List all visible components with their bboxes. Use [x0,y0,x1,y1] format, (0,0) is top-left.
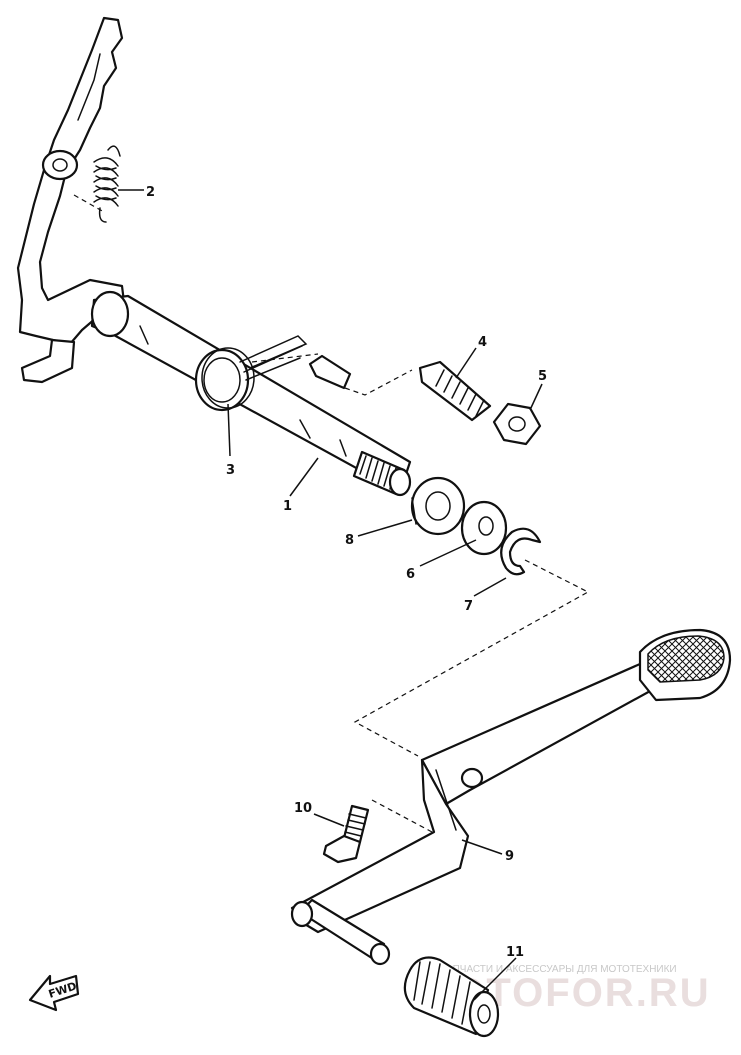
pinch-bolt [322,804,370,864]
nut [492,402,542,446]
callout-1: 1 [283,499,292,514]
watermark-tagline: ЗАПЧАСТИ И АКСЕССУАРЫ ДЛЯ МОТОТЕХНИКИ [440,964,677,975]
callout-11: 11 [506,945,524,960]
stopper-bolt [308,354,492,422]
circlip [500,527,542,576]
shift-shaft [16,16,412,497]
callout-2: 2 [146,185,155,200]
return-spring [93,145,121,223]
washer [460,500,508,556]
fwd-arrow: FWD [28,974,80,1012]
callout-5: 5 [538,369,547,384]
rubber-grip [403,956,500,1038]
callout-6: 6 [406,567,415,582]
callout-3: 3 [226,463,235,478]
callout-leaders [118,189,543,1001]
oil-seal [410,476,466,536]
callout-10: 10 [294,801,312,816]
callout-9: 9 [505,849,514,864]
shift-pedal [290,628,732,966]
callout-8: 8 [345,533,354,548]
callout-4: 4 [478,335,487,350]
callout-7: 7 [464,599,473,614]
assembly-lines [73,194,590,833]
callouts: 1 2 3 4 5 6 7 8 9 10 11 [146,185,547,960]
